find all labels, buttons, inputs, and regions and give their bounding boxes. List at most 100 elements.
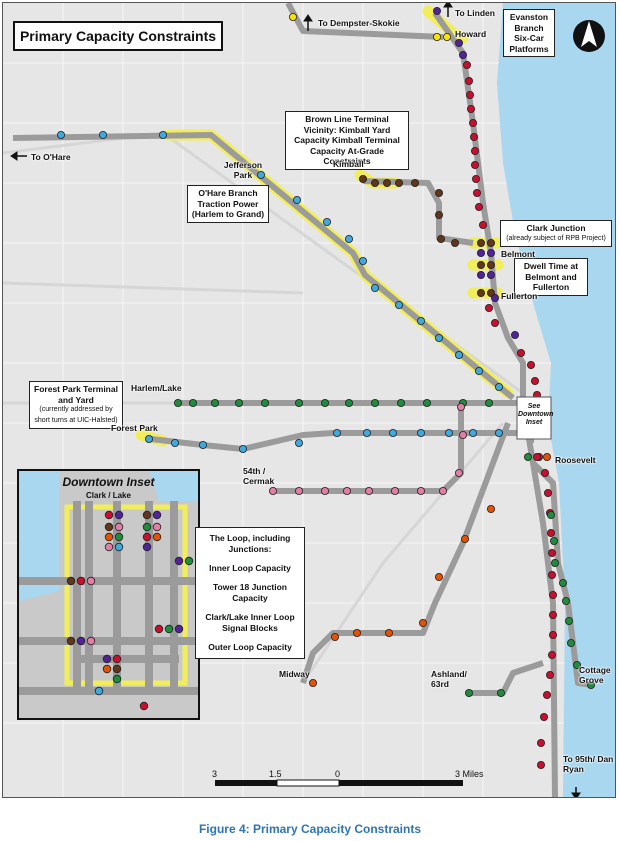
- label-harlem-lake: Harlem/Lake: [131, 383, 182, 393]
- brown-line-station: [434, 210, 443, 219]
- red-line-station: [139, 701, 149, 711]
- green-line-station: [294, 398, 303, 407]
- orange-line-station: [384, 629, 393, 638]
- green-line-station: [559, 579, 568, 588]
- blue-line-station: [434, 333, 443, 342]
- purple-line-station: [510, 330, 519, 339]
- red-line-station: [531, 376, 540, 385]
- green-line-station: [260, 398, 269, 407]
- green-line-station: [344, 398, 353, 407]
- label-cottage-grove: Cottage Grove: [579, 665, 611, 685]
- brown-line-station: [66, 576, 76, 586]
- green-line-station: [173, 398, 182, 407]
- red-line-station: [104, 510, 114, 520]
- note-forest-park-title: Forest Park Terminal and Yard: [34, 384, 118, 405]
- red-line-station: [490, 318, 499, 327]
- red-line-station: [548, 549, 557, 558]
- label-forest-park: Forest Park: [111, 423, 158, 433]
- green-line-station: [496, 689, 505, 698]
- label-belmont: Belmont: [501, 249, 535, 259]
- downtown-inset: Downtown Inset Clark / Lake: [17, 469, 200, 720]
- purple-line-station: [458, 51, 467, 60]
- brown-line-station: [434, 188, 443, 197]
- lake-michigan: [497, 3, 615, 797]
- note-clark-junction-sub: (already subject of RPB Project): [506, 234, 606, 242]
- pink-line-station: [342, 486, 351, 495]
- brown-line-station: [358, 174, 367, 183]
- green-line-station: [210, 398, 219, 407]
- orange-line-station: [486, 504, 495, 513]
- pink-line-station: [438, 486, 447, 495]
- red-line-station: [154, 624, 164, 634]
- label-fullerton: Fullerton: [501, 291, 538, 301]
- green-line-station: [164, 624, 174, 634]
- red-line-station: [464, 77, 473, 86]
- green-line-station: [573, 661, 582, 670]
- red-line-station: [549, 611, 558, 620]
- purple-line-station: [142, 542, 152, 552]
- green-line-station: [396, 398, 405, 407]
- red-line-station: [517, 348, 526, 357]
- red-line-station: [546, 671, 555, 680]
- pink-line-station: [268, 486, 277, 495]
- green-line-station: [234, 398, 243, 407]
- purple-line-station: [152, 510, 162, 520]
- purple-line-station: [454, 39, 463, 48]
- inset-stations: [66, 510, 194, 711]
- brown-line-station: [382, 178, 391, 187]
- inset-river: [19, 471, 59, 601]
- red-line-station: [468, 119, 477, 128]
- orange-line-station: [102, 664, 112, 674]
- purple-line-station: [486, 270, 495, 279]
- label-kimball: Kimball: [333, 159, 364, 169]
- label-cermak: 54th / Cermak: [243, 466, 275, 486]
- note-loop-item-1: Inner Loop Capacity: [209, 563, 291, 573]
- brown-line-station: [450, 238, 459, 247]
- yellow-line-station: [442, 32, 451, 41]
- purple-line-station: [476, 270, 485, 279]
- brown-line-station: [486, 260, 495, 269]
- label-ashland: Ashland/ 63rd: [431, 669, 467, 689]
- label-to-dempster: To Dempster-Skokie: [318, 18, 400, 28]
- purple-line-station: [432, 7, 441, 15]
- red-line-station: [478, 220, 487, 229]
- red-line-station: [527, 360, 536, 369]
- inset-tracks: [19, 501, 198, 695]
- brown-line-station: [486, 238, 495, 247]
- red-line-station: [462, 61, 471, 70]
- blue-line-station: [454, 350, 463, 359]
- figure-caption: Figure 4: Primary Capacity Constraints: [198, 822, 422, 836]
- inset-river-north: [149, 471, 198, 501]
- red-line-station: [470, 146, 479, 155]
- pink-line-station: [152, 522, 162, 532]
- red-line-station: [465, 91, 474, 100]
- green-line-station: [547, 510, 556, 519]
- red-line-station: [112, 654, 122, 664]
- blue-line-station: [256, 170, 265, 179]
- purple-line-station: [486, 248, 495, 257]
- brown-line-station: [436, 234, 445, 243]
- brown-line-station: [476, 260, 485, 269]
- red-line-station: [472, 188, 481, 197]
- scale-tick-3: 3: [212, 769, 218, 779]
- blue-line-station: [94, 686, 104, 696]
- pink-line-station: [456, 402, 465, 411]
- note-evanston: Evanston Branch Six-Car Platforms: [503, 9, 555, 57]
- orange-line-station: [434, 573, 443, 582]
- pink-line-station: [114, 522, 124, 532]
- red-line-station: [549, 631, 558, 640]
- pink-line-station: [104, 542, 114, 552]
- red-line-station: [76, 576, 86, 586]
- green-line-station: [587, 681, 596, 690]
- map-title: Primary Capacity Constraints: [13, 21, 223, 51]
- blue-line-station: [344, 234, 353, 243]
- scale-tick-3-miles: 3 Miles: [455, 769, 484, 779]
- purple-line-station: [174, 556, 184, 566]
- orange-line-station: [330, 633, 339, 642]
- pink-line-station: [458, 430, 467, 439]
- brown-line-station: [112, 664, 122, 674]
- brown-line-station: [476, 288, 485, 297]
- purple-line-station: [114, 510, 124, 520]
- red-line-station: [549, 591, 558, 600]
- label-dan-ryan: To 95th/ Dan Ryan: [563, 754, 614, 774]
